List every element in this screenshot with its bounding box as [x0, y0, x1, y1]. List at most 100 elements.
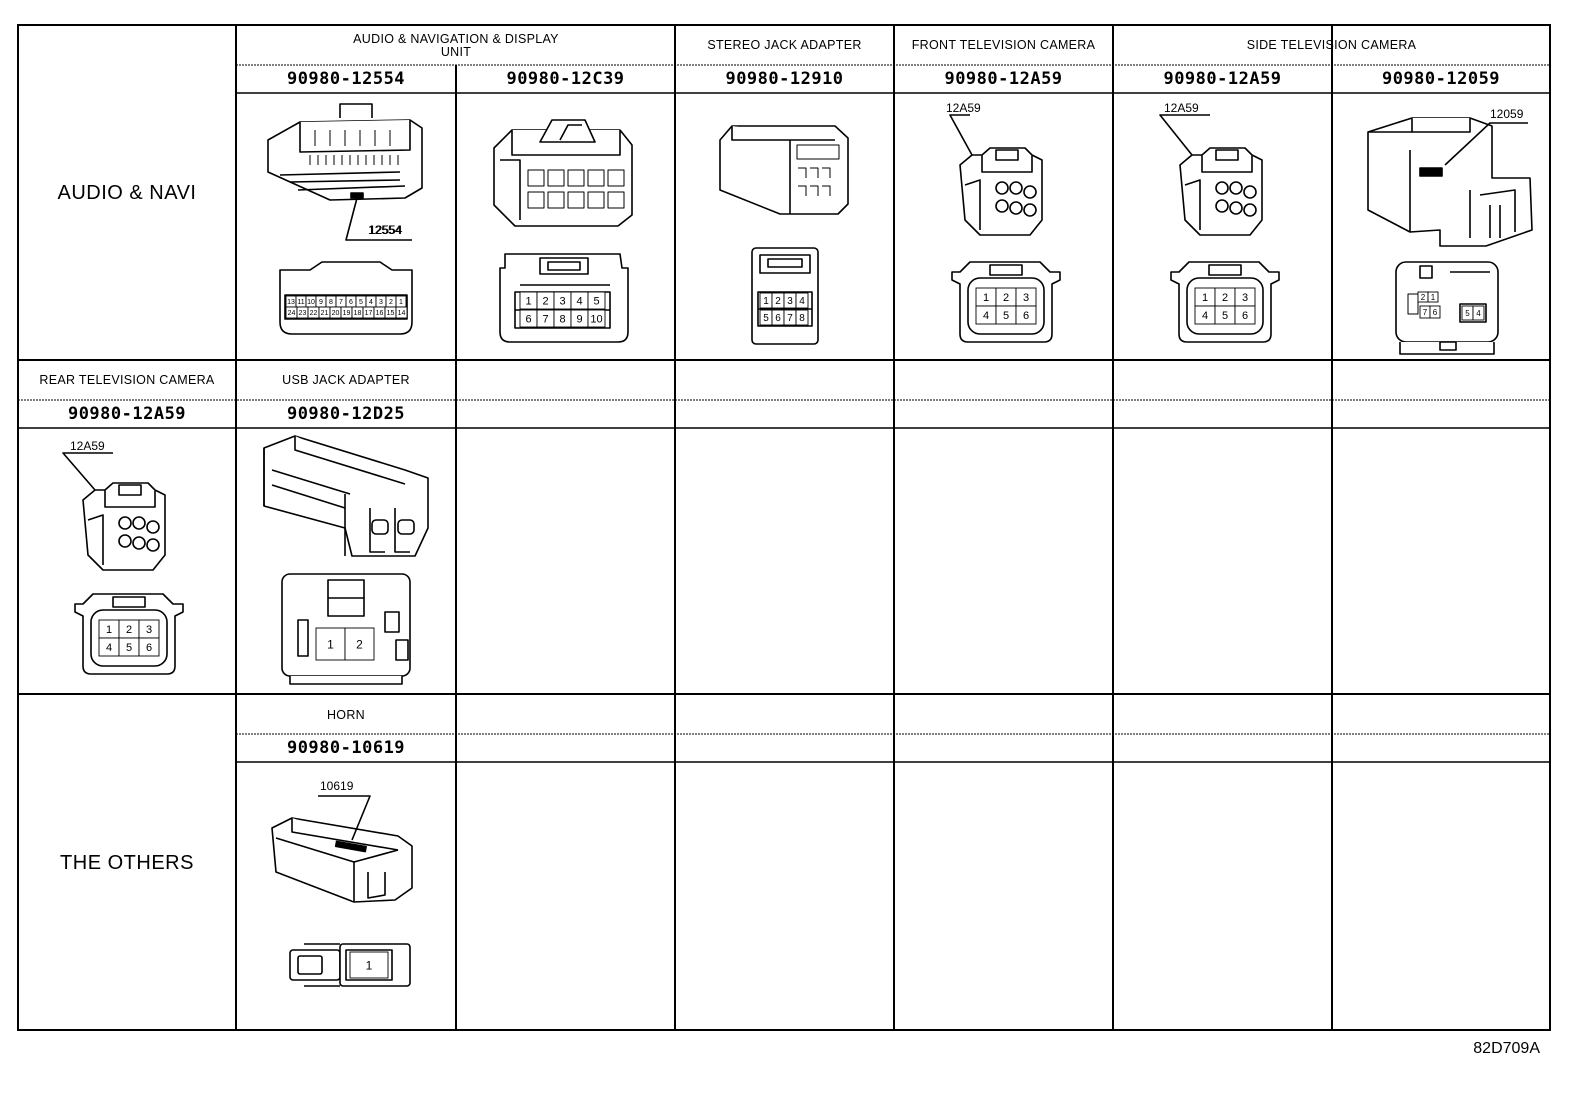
- pin-12c39-label: 10: [590, 313, 602, 325]
- pin-12c39-label: 5: [593, 295, 599, 307]
- pin-12a59-label: 4: [983, 310, 989, 322]
- pin-12554-label: 18: [354, 310, 362, 317]
- pin-12a59-label: 3: [1242, 292, 1248, 304]
- pin-12554-label: 21: [321, 310, 329, 317]
- callout-text-10619: 10619: [320, 779, 354, 793]
- header-audio-nav-display: AUDIO & NAVIGATION & DISPLAY UNIT: [353, 32, 559, 59]
- header-usb-jack: USB JACK ADAPTER: [282, 372, 410, 387]
- group-audio-navi: AUDIO & NAVI: [57, 181, 197, 204]
- pin-12a59-label: 6: [1023, 310, 1029, 322]
- pin-12d25-label: 2: [356, 637, 363, 651]
- pin-12554-label: 13: [287, 299, 295, 306]
- pin-12910-cell: [795, 292, 809, 309]
- pin-12554-label: 3: [379, 299, 383, 306]
- pin-12a59-label: 2: [126, 624, 132, 636]
- connector-12c39-iso: [493, 119, 633, 227]
- header-rear-tv: REAR TELEVISION CAMERA: [39, 372, 215, 387]
- pin-12059-label: 5: [1465, 309, 1470, 318]
- part-number-12d25: 90980-12D25: [286, 404, 406, 424]
- connector-12d25-iso: [263, 435, 429, 557]
- callout-text-12a59-rear: 12A59: [70, 439, 105, 453]
- pin-12059-cell: [1429, 305, 1441, 319]
- pin-12554-label: 4: [369, 299, 373, 306]
- table-frame: [17, 24, 1551, 1031]
- pin-12a59-label: 1: [106, 624, 112, 636]
- pin-12c39-label: 1: [525, 295, 531, 307]
- pin-12a59-cell: [138, 637, 160, 657]
- connector-12059-iso: [1367, 117, 1533, 247]
- pin-12554-label: 8: [329, 299, 333, 306]
- pin-12a59-cell: [1234, 305, 1256, 325]
- pin-12554-label: 20: [332, 310, 340, 317]
- header-horn: HORN: [326, 707, 365, 722]
- pin-12910-label: 8: [799, 313, 805, 324]
- pin-12554-label: 22: [310, 310, 318, 317]
- pin-12a59-label: 1: [1202, 292, 1208, 304]
- pin-12059-label: 2: [1421, 293, 1426, 302]
- header-front-tv: FRONT TELEVISION CAMERA: [911, 38, 1096, 52]
- pin-12c39-label: 2: [542, 295, 548, 307]
- pin-12a59-label: 6: [146, 642, 152, 654]
- pin-12910-cell: [795, 309, 809, 326]
- pin-12c39-label: 3: [559, 295, 565, 307]
- pin-12a59-label: 5: [1003, 310, 1009, 322]
- pin-12a59-label: 1: [983, 292, 989, 304]
- pin-12a59-label: 4: [106, 642, 112, 654]
- group-the-others: THE OTHERS: [60, 851, 194, 874]
- pin-12a59-cell: [1015, 305, 1037, 325]
- pin-12c39-cell: [587, 291, 606, 310]
- pin-12c39-label: 6: [525, 313, 531, 325]
- header-stereo-jack: STEREO JACK ADAPTER: [707, 38, 862, 52]
- pin-12a59-label: 5: [1222, 310, 1228, 322]
- callout-text-12a59-side: 12A59: [1164, 101, 1199, 115]
- part-number-12059: 90980-12059: [1381, 69, 1501, 89]
- pin-12554-label: 15: [387, 310, 395, 317]
- pin-12c39-label: 8: [559, 313, 565, 325]
- pin-12a59-label: 6: [1242, 310, 1248, 322]
- pin-12059-label: 1: [1431, 293, 1436, 302]
- pin-12554-label: 14: [398, 310, 406, 317]
- part-number-12c39: 90980-12C39: [506, 69, 625, 89]
- pin-12910-label: 6: [775, 313, 781, 324]
- pin-12554-label: 6: [349, 299, 353, 306]
- pin-12d25-cell: [315, 627, 346, 661]
- pin-12059-cell: [1472, 305, 1485, 321]
- connector-12554-iso: 12554: [267, 103, 423, 241]
- pin-12d25-cell: [344, 627, 375, 661]
- pin-12a59-label: 2: [1222, 292, 1228, 304]
- connector-12910-iso: [719, 125, 849, 215]
- drawing-code: 82D709A: [1473, 1040, 1540, 1057]
- pin-12059-label: 6: [1433, 308, 1438, 317]
- part-number-12a59-side: 90980-12A59: [1163, 69, 1282, 89]
- pin-12554-label: 16: [376, 310, 384, 317]
- part-number-12a59-front: 90980-12A59: [944, 69, 1063, 89]
- pin-12c39-label: 9: [576, 313, 582, 325]
- connector-12a59-iso-rear: [62, 452, 166, 571]
- pin-12910-label: 2: [775, 296, 781, 307]
- pin-12554-label: 10: [307, 299, 315, 306]
- callout-text-12554: 12554: [369, 223, 403, 237]
- pin-12910-label: 1: [763, 296, 769, 307]
- connector-12a59-iso-front: [949, 114, 1043, 236]
- pin-12c39-cell: [587, 309, 606, 328]
- pin-12910-label: 5: [763, 313, 769, 324]
- pin-12554-cell: [395, 306, 408, 319]
- pin-12a59-label: 5: [126, 642, 132, 654]
- pin-12c39-label: 4: [576, 295, 582, 307]
- connector-12a59-iso-side: [1159, 114, 1263, 236]
- pin-12c39-label: 7: [542, 313, 548, 325]
- pin-12d25-label: 1: [327, 637, 334, 651]
- part-number-10619: 90980-10619: [286, 738, 406, 758]
- part-number-12910: 90980-12910: [725, 69, 844, 89]
- pin-12554-label: 2: [389, 299, 393, 306]
- part-number-12554: 90980-12554: [286, 69, 406, 89]
- pin-12a59-label: 2: [1003, 292, 1009, 304]
- pin-12910-label: 3: [787, 296, 793, 307]
- pin-12554-label: 24: [288, 310, 296, 317]
- pin-12554-label: 1: [399, 299, 403, 306]
- pin-12910-label: 7: [787, 313, 793, 324]
- connector-12d25-face: [281, 573, 411, 685]
- pin-12059-label: 4: [1476, 309, 1481, 318]
- part-number-12a59-rear: 90980-12A59: [67, 404, 187, 424]
